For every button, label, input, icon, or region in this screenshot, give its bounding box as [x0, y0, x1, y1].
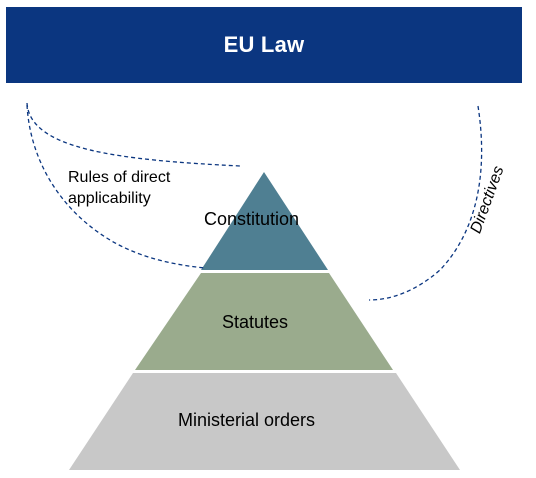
direct-applicability-connector — [26, 102, 241, 167]
directives-connector — [368, 105, 483, 301]
direct-applicability-label: Rules of direct applicability — [68, 169, 171, 207]
tier-constitution — [201, 172, 328, 270]
direct-applicability-arc — [26, 104, 206, 269]
banner-title: EU Law — [223, 32, 305, 57]
constitution-label: Constitution — [204, 209, 300, 229]
tier-statutes — [135, 273, 393, 370]
eu-law-banner: EU Law — [6, 7, 522, 83]
statutes-label: Statutes — [222, 312, 289, 332]
tier-ministerial-orders — [69, 373, 460, 470]
ministerial-orders-label: Ministerial orders — [178, 410, 316, 430]
